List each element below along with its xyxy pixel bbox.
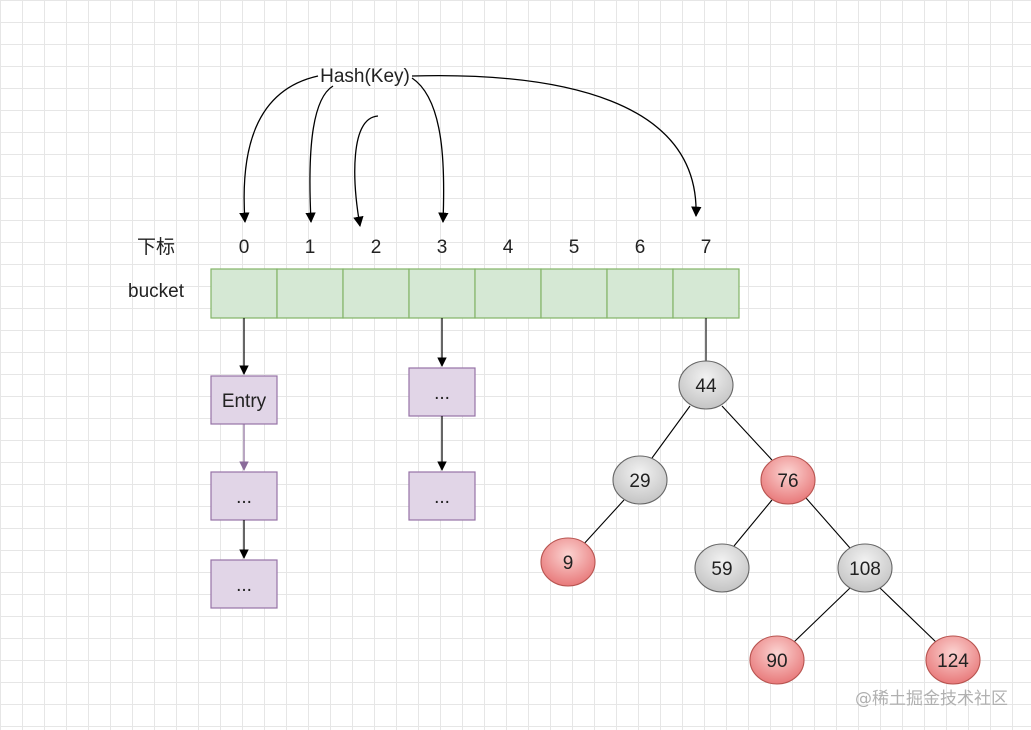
edge-108-90	[793, 587, 851, 643]
index-2: 2	[371, 237, 382, 258]
index-4: 4	[503, 237, 514, 258]
bucket-cell-0	[210, 268, 278, 319]
hash-arrow-3	[411, 77, 449, 224]
edge-108-124	[879, 587, 939, 645]
hash-arrow-1	[305, 85, 334, 224]
tree-node-108-label: 108	[849, 559, 881, 580]
chain0-entry-2	[210, 559, 278, 609]
chain3-entry-0-label: ...	[434, 383, 450, 404]
bucket-label: bucket	[128, 281, 185, 302]
tree-node-9: 9	[540, 537, 596, 587]
chain-bucket-0: Entry ... ...	[210, 318, 278, 609]
tree-node-124-label: 124	[937, 651, 969, 672]
edge-44-76	[721, 405, 773, 461]
chain0-entry-1-label: ...	[236, 487, 252, 508]
chain3-entry-1	[408, 471, 476, 521]
chain3-entry-0	[408, 367, 476, 417]
hash-arrow-0	[239, 75, 319, 224]
index-6: 6	[635, 237, 646, 258]
bucket-cell-4	[474, 268, 542, 319]
tree-node-59: 59	[694, 543, 750, 593]
index-3: 3	[437, 237, 448, 258]
tree-node-29-label: 29	[629, 471, 650, 492]
hash-arrows	[239, 75, 702, 228]
bucket-cell-2	[342, 268, 410, 319]
tree-node-29: 29	[612, 455, 668, 505]
tree-node-76-label: 76	[777, 471, 798, 492]
bucket-array	[210, 268, 740, 319]
tree-node-90: 90	[749, 635, 805, 685]
tree-edges	[581, 318, 939, 645]
edge-29-9	[581, 499, 625, 547]
index-1: 1	[305, 237, 316, 258]
tree-node-124: 124	[925, 635, 981, 685]
index-row: 0 1 2 3 4 5 6 7	[239, 237, 712, 258]
bucket-cell-7	[672, 268, 740, 319]
tree-node-44: 44	[678, 360, 734, 410]
index-0: 0	[239, 237, 250, 258]
tree-node-108: 108	[837, 543, 893, 593]
tree-node-76: 76	[760, 455, 816, 505]
index-label: 下标	[137, 236, 175, 258]
hash-label: Hash(Key)	[320, 66, 410, 87]
edge-76-108	[805, 497, 851, 549]
bucket-cell-5	[540, 268, 608, 319]
chain-bucket-3: ... ...	[408, 318, 476, 521]
watermark: @稀土掘金技术社区	[855, 689, 1008, 709]
bucket-cell-1	[276, 268, 344, 319]
tree-bucket-7: 44 29 76 9 59 108 90 124	[540, 318, 981, 685]
hash-arrow-2	[353, 115, 379, 228]
chain0-entry-0-label: Entry	[222, 391, 267, 412]
chain3-entry-1-label: ...	[434, 487, 450, 508]
tree-node-44-label: 44	[695, 376, 717, 397]
tree-node-9-label: 9	[563, 553, 574, 574]
edge-44-29	[651, 405, 691, 459]
tree-node-90-label: 90	[766, 651, 787, 672]
bucket-cell-6	[606, 268, 674, 319]
bucket-cell-3	[408, 268, 476, 319]
hash-arrow-7	[411, 75, 702, 218]
index-7: 7	[701, 237, 712, 258]
chain0-entry-1	[210, 471, 278, 521]
tree-node-59-label: 59	[711, 559, 732, 580]
chain0-entry-2-label: ...	[236, 575, 252, 596]
index-5: 5	[569, 237, 580, 258]
edge-76-59	[733, 499, 773, 547]
